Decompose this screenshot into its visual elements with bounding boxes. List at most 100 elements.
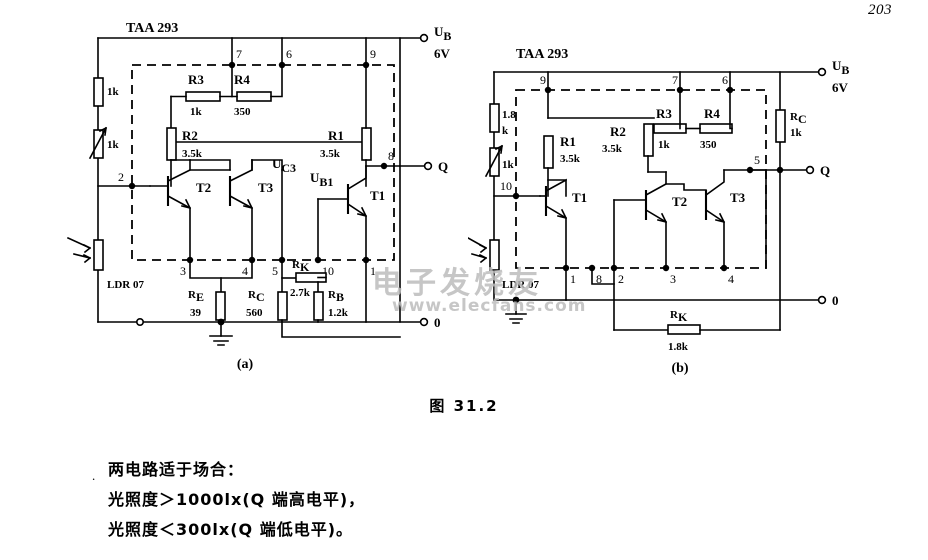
resistor-r2-a [166, 127, 177, 161]
pin-label-1-b: 1 [570, 272, 576, 286]
sensor-label-a: LDR 07 [107, 279, 144, 291]
ground-label-a: 0 [434, 315, 441, 330]
resistor-re-a [215, 291, 226, 321]
circuit-diagram-a: UB 6V Q 0 TAA 293 1k 1k 2 LDR 07 7 [66, 21, 451, 372]
note-line-1: 两电路适于场合： [108, 460, 245, 479]
notes-block: 两电路适于场合： 光照度＞1000lx(Q 端高电平)， 光照度＜300lx(Q… [108, 455, 628, 545]
circuit-diagram-b: UB 6V RC 1k Q 0 TAA 293 1.8 k 1k 10 LDR … [468, 47, 849, 376]
terminal-ub-a [419, 33, 429, 43]
pin-label-6-b: 6 [722, 73, 728, 87]
output-label-b: Q [820, 163, 830, 178]
svg-text:T3: T3 [258, 180, 274, 195]
note-line-3: 光照度＜300lx(Q 端低电平)。 [108, 520, 354, 539]
pin-label-3-a: 3 [180, 264, 186, 278]
resistor-1p8k-b [489, 103, 500, 133]
subfigure-label-b: (b) [671, 361, 688, 376]
svg-text:T1: T1 [370, 188, 385, 203]
ic-label-b: TAA 293 [516, 47, 568, 62]
terminal-gnd-a [419, 317, 429, 327]
pin-label-5-b: 5 [754, 153, 760, 167]
ic-outline-a [131, 64, 395, 261]
resistor-rk-a-name: RK [292, 259, 310, 274]
svg-text:T2: T2 [196, 180, 211, 195]
pin-node-10-b [512, 192, 520, 200]
pin-label-7-a: 7 [236, 47, 242, 61]
resistor-r1-b [543, 135, 554, 169]
resistor-re-a-value: 39 [190, 307, 202, 319]
earth-symbol-b [505, 313, 527, 324]
resistor-r3-a-name: R3 [188, 72, 204, 87]
resistor-r4-a-name: R4 [234, 72, 250, 87]
resistor-1k-top-a-value: 1k [107, 86, 120, 98]
resistor-r4-b-name: R4 [704, 106, 720, 121]
pin-label-1-a: 1 [370, 264, 376, 278]
figure-caption: 图 31.2 [429, 397, 499, 415]
resistor-rc-b [775, 109, 786, 143]
ic-label-a: TAA 293 [126, 21, 178, 36]
resistor-r3-b-value: 1k [658, 139, 671, 151]
resistor-rc-a-value: 560 [246, 307, 263, 319]
pin-label-4-b: 4 [728, 272, 734, 286]
page-number: 203 [868, 2, 892, 18]
resistor-r1-a-name: R1 [328, 128, 344, 143]
ldr-symbol-a [93, 239, 104, 271]
resistor-r4-b-value: 350 [700, 139, 717, 151]
pin-label-8-a: 8 [388, 149, 394, 163]
resistor-r1-b-value: 3.5k [560, 153, 581, 165]
ground-label-b: 0 [832, 293, 839, 308]
pin-label-7-b: 7 [672, 73, 678, 87]
resistor-rk-b-name: RK [670, 309, 688, 324]
svg-text:T2: T2 [672, 194, 687, 209]
resistor-1k-top-a [93, 77, 104, 107]
pin-node-3-b [662, 264, 670, 272]
note-bullet: . [92, 468, 96, 483]
resistor-rb-a [313, 291, 324, 321]
resistor-r2-b [643, 123, 654, 157]
resistor-r2-a-name: R2 [182, 128, 198, 143]
pin-node-10-a [314, 256, 322, 264]
resistor-pot-1k-a-value: 1k [107, 139, 120, 151]
resistor-rc-a [277, 291, 288, 321]
resistor-pot-1k-b-value: 1k [502, 159, 515, 171]
transistor-t1-a: T1 [317, 165, 385, 261]
sensor-label-b: LDR 07 [502, 279, 539, 291]
ic-outline-b [515, 89, 767, 269]
resistor-pot-1k-b [489, 147, 500, 177]
transistor-t3-a: T3 [228, 159, 274, 261]
resistor-r3-a [185, 91, 221, 102]
resistor-r4-a [236, 91, 272, 102]
resistor-r1-b-name: R1 [560, 134, 576, 149]
supply-label-a: UB [434, 24, 451, 43]
subfigure-label-a: (a) [237, 357, 254, 372]
pin-label-3-b: 3 [670, 272, 676, 286]
resistor-r2-b-name: R2 [610, 124, 626, 139]
voltage-uc3-label-a: UC3 [272, 156, 296, 175]
terminal-gnd-b [817, 295, 827, 305]
pin-label-4-a: 4 [242, 264, 248, 278]
pin-label-9-b: 9 [540, 73, 546, 87]
resistor-re-a-name: RE [188, 289, 204, 304]
resistor-rk-b-value: 1.8k [668, 341, 689, 353]
pin-label-8-b: 8 [596, 272, 602, 286]
terminal-q-b [805, 165, 815, 175]
resistor-r1-a [361, 127, 372, 161]
ldr-symbol-b [489, 239, 500, 271]
pin-label-9-a: 9 [370, 47, 376, 61]
terminal-ub-b [817, 67, 827, 77]
pot-arrow-a [88, 126, 108, 160]
earth-symbol-a [209, 335, 233, 346]
note-line-2: 光照度＞1000lx(Q 端高电平)， [108, 490, 366, 509]
transistor-t2-b: T2 [613, 171, 687, 269]
transistor-t3-b: T3 [665, 169, 746, 269]
supply-value-a: 6V [434, 46, 451, 61]
transistor-t2-a: T2 [149, 159, 211, 261]
resistor-pot-1k-a [93, 129, 104, 159]
pot-arrow-b [484, 144, 504, 178]
pin-node-4-b [720, 264, 728, 272]
supply-label-b: UB [832, 58, 849, 77]
resistor-r4-b [699, 123, 733, 134]
terminal-q-a [423, 161, 433, 171]
resistor-rc-b-name: RC [790, 111, 807, 126]
resistor-r2-a-value: 3.5k [182, 148, 203, 160]
